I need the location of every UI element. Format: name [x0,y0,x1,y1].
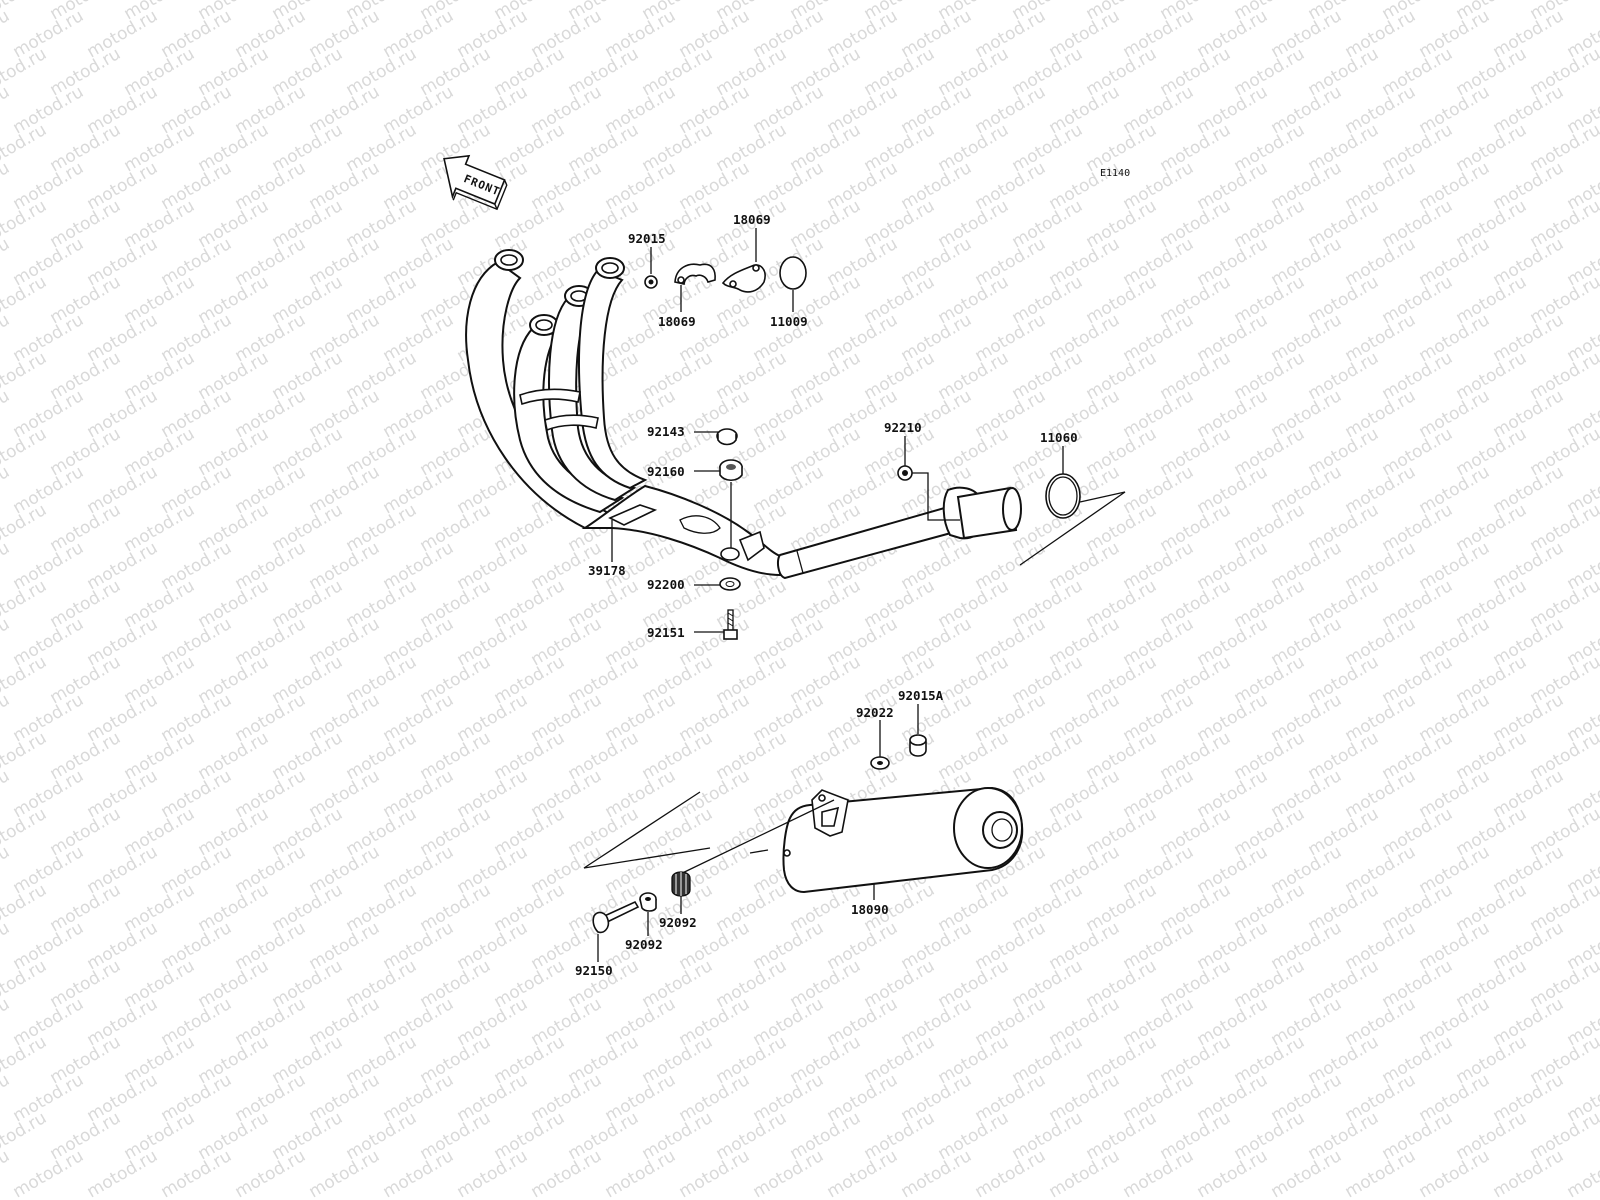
nut-92015-icon [644,275,658,289]
washer-92022-icon [870,756,890,770]
watermark-text: motod.ru [1527,804,1600,860]
part-label-92015: 92015 [628,231,666,246]
watermark-text: motod.ru [1527,576,1600,632]
part-label-92092-top: 92092 [659,915,697,930]
watermark-text: motod.ru [0,310,13,366]
damper-92160-icon [719,459,743,482]
watermark-text: motod.ru [454,1146,532,1200]
part-label-39178: 39178 [588,563,626,578]
part-label-92160: 92160 [647,464,685,479]
watermark-text: motod.ru [898,1146,976,1200]
watermark-text: motod.ru [528,1146,606,1200]
watermark-text: motod.ru [0,158,13,214]
watermark-text: motod.ru [0,386,13,442]
watermark-text: motod.ru [0,994,13,1050]
watermark-text: motod.ru [1342,1146,1420,1200]
watermark-text: motod.ru [972,1146,1050,1200]
part-label-92092-bottom: 92092 [625,937,663,952]
bolt-92150-icon [592,900,640,934]
watermark-text: motod.ru [380,1146,458,1200]
nut-92015A-icon [909,734,927,757]
muffler-18090 [782,786,1024,894]
gasket-11009-icon [779,256,807,290]
watermark-text: motod.ru [1527,1032,1600,1088]
watermark-text: motod.ru [1527,44,1600,100]
part-label-92200: 92200 [647,577,685,592]
watermark-text: motod.ru [0,1146,13,1200]
collar-92092a-icon [671,871,691,897]
watermark-text: motod.ru [10,1146,88,1200]
watermark-text: motod.ru [1527,728,1600,784]
watermark-text: motod.ru [1416,1146,1494,1200]
part-label-92015A: 92015A [898,688,944,703]
bolt-92151-icon [723,609,738,640]
watermark-text: motod.ru [676,1146,754,1200]
watermark-text: motod.ru [1527,424,1600,480]
watermark-text: motod.ru [1527,880,1600,936]
watermark-text: motod.ru [0,82,13,138]
watermark-text: motod.ru [1527,500,1600,556]
part-label-92143: 92143 [647,424,685,439]
guide-line-lower [583,791,711,869]
watermark-text: motod.ru [84,1146,162,1200]
flange-clamp-18069b-icon [721,264,766,293]
watermark-text: motod.ru [602,1146,680,1200]
flange-clamp-18069-icon [674,263,716,285]
watermark-text: motod.ru [1527,196,1600,252]
watermark-text: motod.ru [0,234,13,290]
part-label-18069-top: 18069 [733,212,771,227]
diagram-code: E1140 [1100,168,1130,179]
watermark-text: motod.ru [1564,1146,1600,1200]
watermark-text: motod.ru [1194,1146,1272,1200]
part-labels: 92015 18069 18069 11009 92143 92160 9221… [575,212,1078,978]
watermark-text: motod.ru [232,1146,310,1200]
part-label-92210: 92210 [884,420,922,435]
watermark-text: motod.ru [824,1146,902,1200]
watermark-text: motod.ru [1527,956,1600,1012]
watermark-text: motod.ru [1527,652,1600,708]
front-arrow-icon: FRONT [443,154,508,211]
watermark-text: motod.ru [0,690,13,746]
part-label-92151: 92151 [647,625,685,640]
watermark-text: motod.ru [1490,1146,1568,1200]
collar-92092b-icon [639,892,657,912]
watermark-text: motod.ru [1120,1146,1198,1200]
watermark-text: motod.ru [0,614,13,670]
part-label-92150: 92150 [575,963,613,978]
watermark-text: motod.ru [1527,272,1600,328]
nut-92210-icon [897,465,913,481]
watermark-text: motod.ru [0,538,13,594]
exhaust-header-pipes [465,249,1022,580]
part-label-11060: 11060 [1040,430,1078,445]
watermark-text: motod.ru [0,6,13,62]
part-label-18090: 18090 [851,902,889,917]
watermark-text: motod.ru [0,842,13,898]
watermark-text: motod.ru [1527,120,1600,176]
watermark-text: motod.ru [158,1146,236,1200]
part-label-11009: 11009 [770,314,808,329]
collar-92200-icon [719,577,741,591]
watermark-text: motod.ru [1527,1108,1600,1164]
watermark-text: motod.ru [1527,348,1600,404]
watermark-text: motod.ru [1268,1146,1346,1200]
watermark-text: motod.ru [1046,1146,1124,1200]
watermark-text: motod.ru [0,766,13,822]
watermark-text: motod.ru [0,918,13,974]
watermark-text: motod.ru [0,462,13,518]
watermark-text: motod.ru [306,1146,384,1200]
watermark-text: motod.ru [0,1070,13,1126]
watermark-text: motod.ru [750,1146,828,1200]
guide-line-upper [1019,491,1126,566]
part-label-92022: 92022 [856,705,894,720]
part-label-18069-bottom: 18069 [658,314,696,329]
bushing-92143-icon [716,428,738,446]
gasket-11060-icon [1045,473,1081,519]
